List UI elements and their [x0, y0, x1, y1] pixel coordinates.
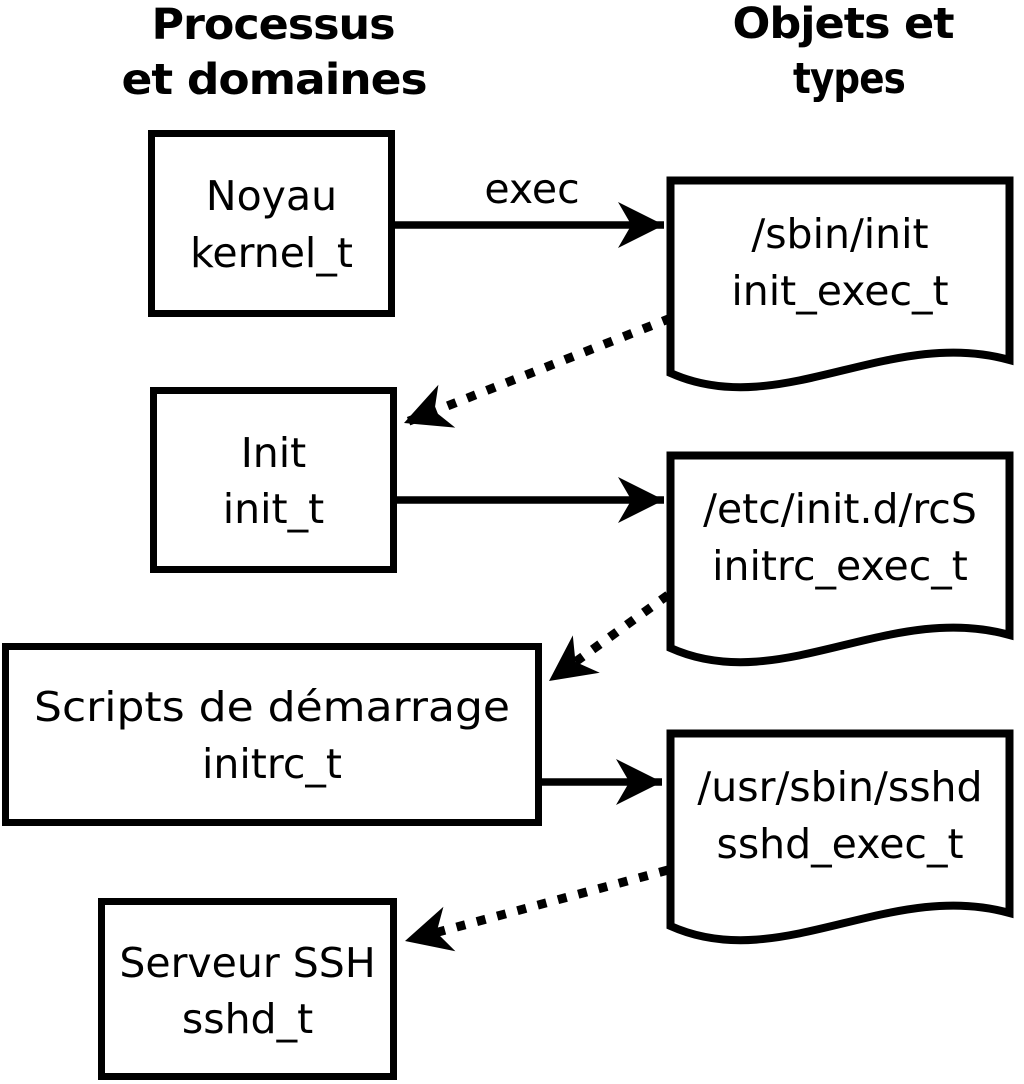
header-processes-line2: et domaines: [122, 55, 427, 105]
process-box-initrc-rect: [2, 643, 542, 826]
process-box-kernel: Noyau kernel_t: [148, 130, 395, 317]
object-doc-init-shape: [666, 176, 1014, 392]
transition-arrow-to-initrc: [546, 591, 671, 685]
process-box-init-type: init_t: [223, 485, 324, 533]
header-objects-line2: types: [793, 54, 905, 104]
object-doc-rcs-path: /etc/init.d/rcS: [703, 485, 977, 533]
process-box-sshd-type: sshd_t: [182, 995, 313, 1043]
object-doc-rcs-shape: [666, 451, 1014, 667]
object-doc-sshd-path: /usr/sbin/sshd: [697, 763, 982, 811]
object-doc-rcs: /etc/init.d/rcS initrc_exec_t: [666, 451, 1014, 667]
exec-arrow-label: exec: [484, 165, 579, 213]
column-header-processes: Processus et domaines: [122, 0, 428, 105]
object-doc-sshd-shape: [666, 729, 1014, 945]
process-box-sshd-name: Serveur SSH: [119, 939, 375, 987]
header-objects-line1: Objets et: [733, 0, 954, 49]
process-box-init-name: Init: [241, 429, 307, 477]
column-header-objects: Objets et types: [733, 0, 955, 104]
object-doc-sshd-type: sshd_exec_t: [716, 820, 963, 868]
exec-arrows: exec: [395, 165, 664, 805]
process-box-initrc: Scripts de démarrage initrc_t: [2, 643, 542, 826]
process-box-initrc-type: initrc_t: [202, 740, 342, 788]
process-box-kernel-name: Noyau: [206, 172, 337, 220]
process-box-sshd: Serveur SSH sshd_t: [98, 898, 397, 1080]
object-doc-sshd: /usr/sbin/sshd sshd_exec_t: [666, 729, 1014, 945]
object-doc-init: /sbin/init init_exec_t: [666, 176, 1014, 392]
process-box-kernel-type: kernel_t: [190, 229, 353, 277]
process-box-sshd-rect: [98, 898, 397, 1080]
transition-arrow-to-sshd: [403, 865, 670, 952]
object-doc-init-path: /sbin/init: [751, 210, 928, 258]
object-doc-rcs-type: initrc_exec_t: [712, 542, 968, 590]
process-box-kernel-rect: [148, 130, 395, 317]
object-doc-init-type: init_exec_t: [731, 267, 948, 315]
process-box-init-rect: [150, 387, 397, 573]
process-box-initrc-name: Scripts de démarrage: [34, 683, 510, 731]
header-processes-line1: Processus: [152, 0, 395, 50]
transition-arrows: [402, 313, 673, 952]
transition-arrow-to-init: [402, 313, 673, 428]
process-box-init: Init init_t: [150, 387, 397, 573]
